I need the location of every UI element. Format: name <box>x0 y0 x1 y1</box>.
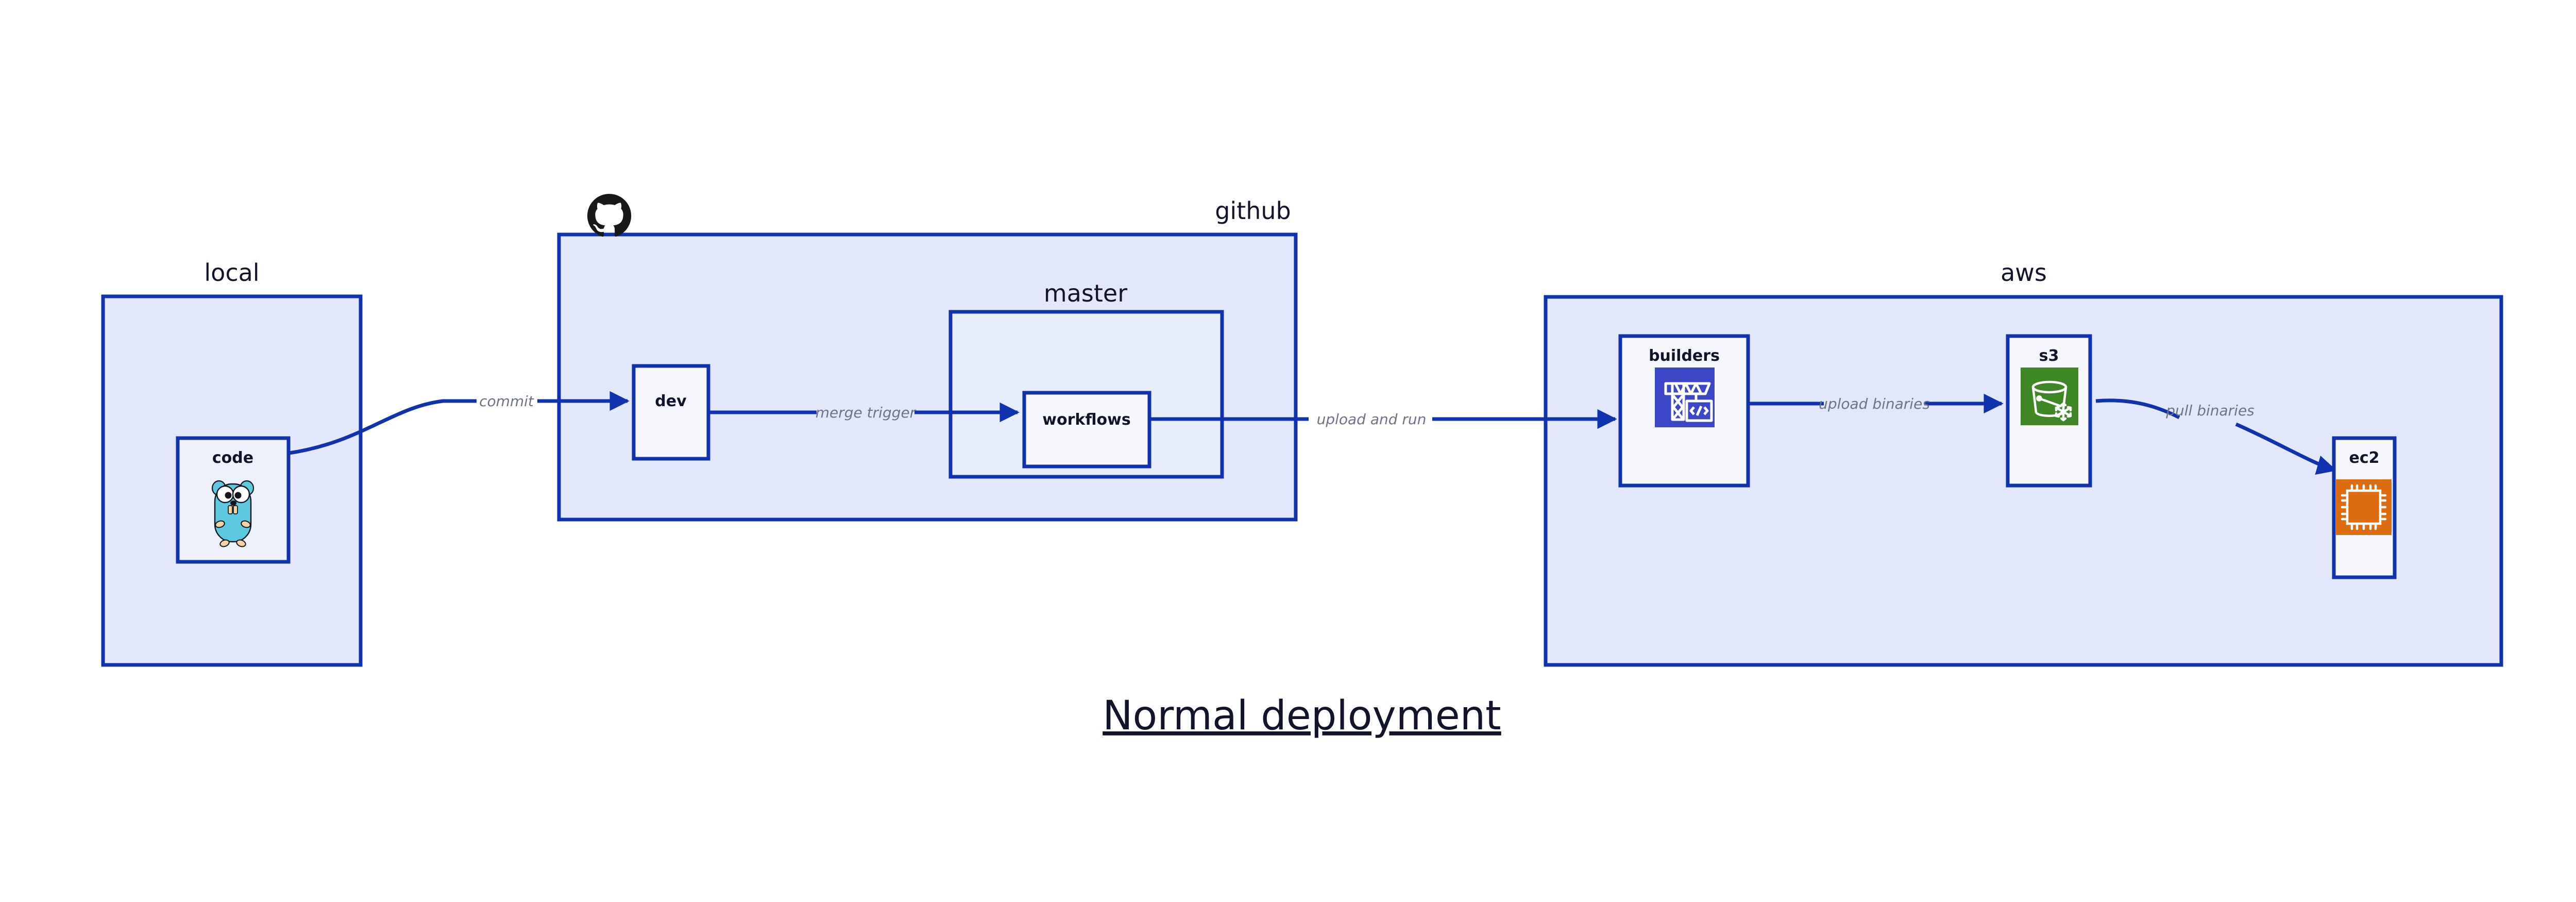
node-builders-label: builders <box>1649 347 1720 365</box>
aws-codebuild-icon <box>1655 368 1715 427</box>
node-code-label: code <box>212 449 253 467</box>
node-ec2[interactable]: ec2 <box>2332 436 2397 579</box>
edge-upload-run-label: upload and run <box>1317 411 1427 428</box>
github-octocat-icon <box>587 194 632 237</box>
edge-pull-bin-curve-b <box>2235 422 2337 475</box>
node-s3[interactable]: s3 <box>2006 334 2092 488</box>
edge-merge-label: merge trigger <box>816 404 917 421</box>
edge-upload-bin-label: upload binaries <box>1819 395 1930 412</box>
edge-pull-bin-curve-a <box>2095 398 2180 420</box>
node-code[interactable]: code <box>176 436 291 564</box>
edge-commit-label: commit <box>479 393 534 410</box>
edge-pull-bin-label: pull binaries <box>2165 402 2255 419</box>
diagram-title: Normal deployment <box>1103 693 1501 739</box>
node-dev-label: dev <box>655 392 687 410</box>
node-workflows[interactable]: workflows <box>1022 391 1151 469</box>
aws-s3-glacier-icon <box>2021 368 2078 425</box>
node-dev-box[interactable] <box>632 364 710 461</box>
group-github-label: github <box>1215 197 1291 225</box>
node-workflows-label: workflows <box>1042 411 1131 429</box>
node-dev[interactable]: dev <box>632 364 710 461</box>
go-gopher-icon <box>211 480 255 547</box>
edge-commit-curve <box>285 399 477 456</box>
group-aws-label: aws <box>2001 259 2047 287</box>
node-builders[interactable]: builders <box>1618 334 1750 488</box>
aws-ec2-icon <box>2336 479 2392 535</box>
group-local-label: local <box>204 259 259 287</box>
node-workflows-box[interactable] <box>1022 391 1151 469</box>
node-ec2-label: ec2 <box>2349 449 2379 467</box>
node-s3-label: s3 <box>2039 347 2059 365</box>
group-master-label: master <box>1044 279 1127 307</box>
